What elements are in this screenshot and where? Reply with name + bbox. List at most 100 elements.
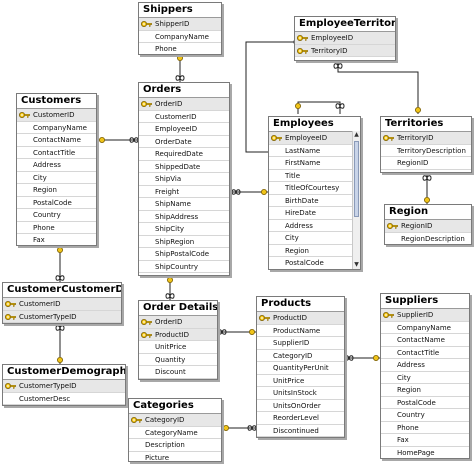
field-row[interactable]: SupplierID	[257, 337, 344, 350]
field-row[interactable]: ContactTitle	[381, 347, 469, 359]
scroll-thumb[interactable]	[354, 141, 359, 217]
field-row[interactable]: RequiredDate	[139, 148, 229, 161]
field-row[interactable]: Phone	[17, 222, 96, 234]
field-row[interactable]: PostalCode	[269, 257, 360, 269]
field-row[interactable]: TitleOfCourtesy	[269, 182, 360, 195]
field-row[interactable]: PostalCode	[17, 197, 96, 209]
field-row[interactable]: Region	[269, 245, 360, 257]
field-row[interactable]: CustomerTypeID	[3, 310, 121, 323]
field-row[interactable]: ShipperID	[139, 18, 221, 31]
table-customercustomerdemo[interactable]: CustomerCustomerDemo CustomerIDCustomerT…	[2, 282, 122, 324]
field-row[interactable]: City	[381, 372, 469, 384]
field-row[interactable]: Discount	[139, 366, 217, 379]
field-row[interactable]: UnitsInStock	[257, 387, 344, 400]
field-row[interactable]: TerritoryID	[295, 44, 395, 57]
field-row[interactable]: Title	[269, 170, 360, 182]
field-row[interactable]: CustomerID	[139, 111, 229, 123]
field-row[interactable]: ShipCity	[139, 223, 229, 236]
table-customerdemographics[interactable]: CustomerDemographics CustomerTypeIDCusto…	[2, 364, 126, 406]
field-row[interactable]: ShipCountry	[139, 261, 229, 273]
field-row[interactable]: Picture	[129, 452, 221, 462]
field-row[interactable]: CompanyName	[381, 322, 469, 334]
field-row[interactable]: CustomerID	[3, 298, 121, 311]
employees-scrollbar[interactable]: ▲ ▼	[352, 131, 360, 269]
field-row[interactable]: QuantityPerUnit	[257, 362, 344, 375]
field-name: SupplierID	[397, 311, 434, 319]
field-row[interactable]: City	[17, 172, 96, 184]
field-row[interactable]: RegionDescription	[385, 233, 471, 245]
field-row[interactable]: ReorderLevel	[257, 412, 344, 425]
field-row[interactable]: SupplierID	[381, 309, 469, 322]
field-row[interactable]: CategoryID	[257, 350, 344, 362]
field-row[interactable]: CompanyName	[139, 31, 221, 43]
key-icon	[141, 20, 152, 28]
field-row[interactable]: Address	[17, 159, 96, 172]
field-row[interactable]: EmployeeID	[269, 132, 360, 145]
field-row[interactable]: CustomerTypeID	[3, 380, 125, 393]
field-row[interactable]: UnitsOnOrder	[257, 400, 344, 412]
field-row[interactable]: ProductID	[139, 328, 217, 341]
field-row[interactable]: OrderDate	[139, 136, 229, 148]
field-row[interactable]: Quantity	[139, 354, 217, 366]
field-row[interactable]: ProductID	[257, 312, 344, 325]
field-row[interactable]: Fax	[17, 234, 96, 245]
field-row[interactable]: UnitPrice	[257, 375, 344, 387]
field-row[interactable]: CompanyName	[17, 122, 96, 134]
field-row[interactable]: HireDate	[269, 207, 360, 220]
field-row[interactable]: ShipAddress	[139, 211, 229, 223]
field-row[interactable]: HomePage	[381, 447, 469, 459]
field-row[interactable]: OrderID	[139, 98, 229, 111]
field-row[interactable]: CustomerID	[17, 109, 96, 122]
scroll-up-icon[interactable]: ▲	[354, 131, 359, 138]
field-row[interactable]: ShippedDate	[139, 161, 229, 173]
field-row[interactable]: FirstName	[269, 157, 360, 170]
field-row[interactable]: CustomerDesc	[3, 393, 125, 405]
field-row[interactable]: ShipName	[139, 198, 229, 211]
field-row[interactable]: ShipVia	[139, 173, 229, 186]
field-row[interactable]: TerritoryDescription	[381, 145, 471, 157]
field-row[interactable]: Region	[17, 184, 96, 197]
field-row[interactable]: City	[269, 232, 360, 245]
field-row[interactable]: CategoryName	[129, 427, 221, 439]
field-row[interactable]: Address	[269, 220, 360, 232]
field-row[interactable]: EmployeeID	[139, 123, 229, 136]
field-row[interactable]: LastName	[269, 145, 360, 157]
field-row[interactable]: ContactName	[381, 334, 469, 347]
field-row[interactable]: UnitPrice	[139, 341, 217, 354]
field-row[interactable]: Description	[129, 439, 221, 452]
field-row[interactable]: ShipRegion	[139, 236, 229, 248]
field-row[interactable]: PostalCode	[381, 397, 469, 409]
field-row[interactable]: EmployeeID	[295, 32, 395, 45]
field-row[interactable]: Country	[381, 409, 469, 422]
field-row[interactable]: Discontinued	[257, 425, 344, 437]
field-row[interactable]: Address	[381, 359, 469, 372]
field-row[interactable]: BirthDate	[269, 195, 360, 207]
field-row[interactable]: ContactName	[17, 134, 96, 147]
field-row[interactable]: Country	[17, 209, 96, 222]
field-row[interactable]: Fax	[381, 434, 469, 447]
field-row[interactable]: ContactTitle	[17, 147, 96, 159]
field-row[interactable]: RegionID	[385, 220, 471, 233]
field-row[interactable]: ShipPostalCode	[139, 248, 229, 261]
field-row[interactable]: RegionID	[381, 157, 471, 170]
field-row[interactable]: Phone	[139, 43, 221, 54]
field-row[interactable]: Region	[381, 384, 469, 397]
field-row[interactable]: TerritoryID	[381, 132, 471, 145]
field-row[interactable]: Phone	[381, 422, 469, 434]
scroll-down-icon[interactable]: ▼	[354, 261, 359, 268]
field-row[interactable]: Freight	[139, 186, 229, 198]
table-employeeterritories[interactable]: EmployeeTerritories EmployeeIDTerritoryI…	[294, 16, 396, 61]
field-row[interactable]: OrderID	[139, 316, 217, 329]
field-row[interactable]: CategoryID	[129, 414, 221, 427]
field-row[interactable]: ProductName	[257, 325, 344, 337]
